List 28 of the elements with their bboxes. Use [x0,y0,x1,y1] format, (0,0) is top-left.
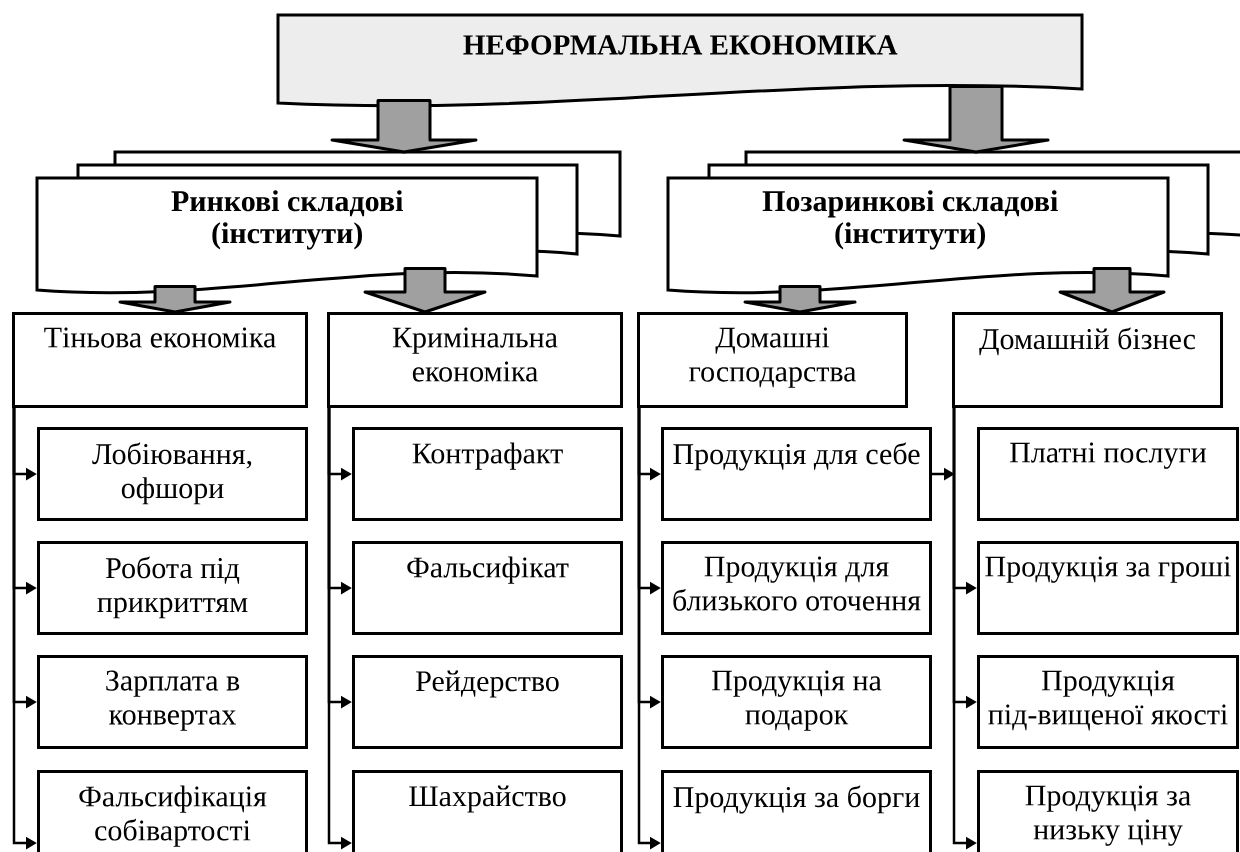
text-box: Продукція за низьку ціну [977,770,1239,852]
block-arrow [330,98,478,154]
text-box: Продукція за гроші [977,541,1239,635]
block-arrow [363,266,487,314]
text-box: Домашні господарства [637,312,908,408]
text-box: Продукція за борги [661,770,932,852]
text-box: Продукція на подарок [661,655,932,749]
text-box: Фальсифікація собівартості [37,770,308,852]
document-stack: Ринкові складові (інститути) [35,150,622,295]
document-stack: Позаринкові складові (інститути) [666,150,1240,295]
text-box: Контрафакт [352,427,623,521]
text-box: Рейдерство [352,655,623,749]
block-arrow [118,284,232,314]
text-box: Платні послуги [977,427,1239,521]
text-box: Продукція для себе [661,427,932,521]
text-box: Продукція для близького оточення [661,541,932,635]
text-box: Робота під прикриттям [37,541,308,635]
text-box: Кримінальна економіка [327,312,623,408]
text-box: Продукція під-вищеної якості [977,655,1239,749]
text-box: Тіньова економіка [12,312,308,408]
block-arrow [902,84,1050,154]
text-box: Шахрайство [352,770,623,852]
text-box: Домашній бізнес [952,312,1223,408]
block-arrow [1058,266,1166,314]
text-box: Зарплата в конвертах [37,655,308,749]
text-box: Фальсифікат [352,541,623,635]
block-arrow [743,284,857,314]
text-box: Лобіювання, офшори [37,427,308,521]
